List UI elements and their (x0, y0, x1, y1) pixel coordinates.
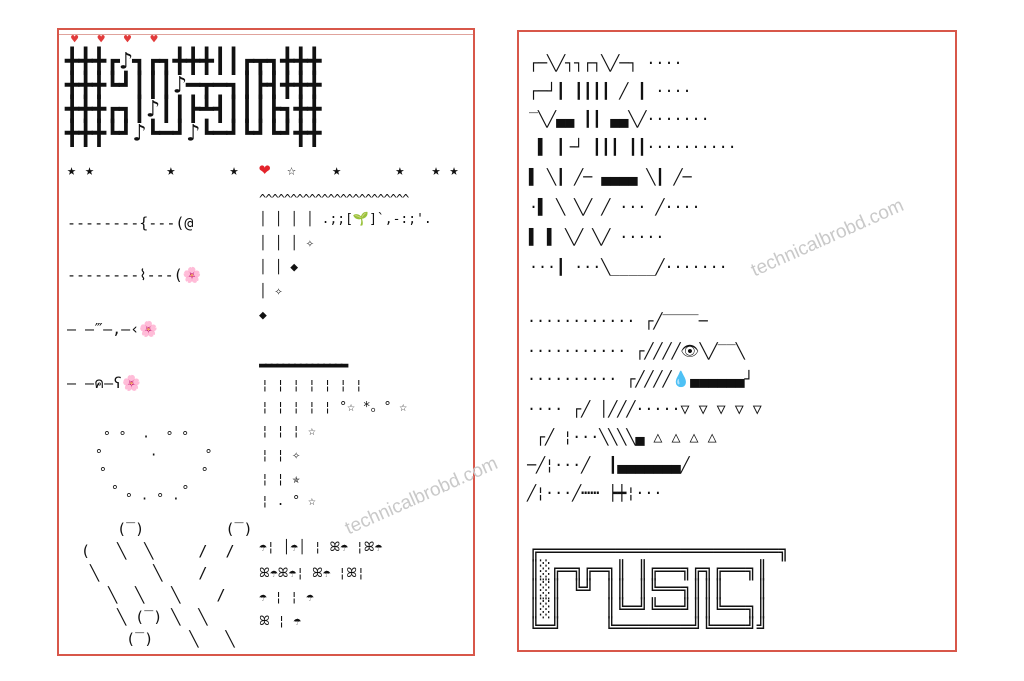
sketch-line-5: ╲ (‾) ╲ ╲ (81, 608, 208, 626)
heart-dots-2: ° · ° (95, 448, 213, 463)
block1-line-3: ‾╲╱▄▄ ┃┃ ▄▄╲╱······· (529, 110, 710, 128)
rain1-line-3: │ │ │ ✧ (259, 236, 314, 251)
block2-line-3: ·········· ┌╱╱╱╱💧▄▄▄▄▄▄┘ (527, 370, 754, 388)
music-line-4: ║░║ ║╚═╝╚══╝║║╚══╗║ (529, 598, 768, 619)
block1-line-6: ·▌ ╲ ╲╱ ╱ ··· ╱···· (529, 198, 701, 216)
left-art-panel: ♥ ♥ ♥ ♥ ╋╋╋┏♪┓┏┓╋╋╋┃┃┏┳┓╋╋╋ ╋╋╋┗┛┃┃┃♪━┳━… (57, 28, 475, 656)
umbrella-line-4: ꕤ ¦ ☂ (259, 614, 302, 629)
block2-line-5: ┌╱ ¦···╲╲╲╲▄ △ △ △ △ (527, 428, 717, 446)
block1-line-1: ┌─╲╱┐┐┌┐╲╱─┐ ···· (529, 54, 683, 72)
umbrella-line-2: ꕤ☂ꕤ☂¦ ꕤ☂ ¦ꕤ¦ (259, 566, 365, 581)
heart-dots-5: ° · ° · (125, 492, 180, 507)
grid-line-2: ╋╋╋┗┛┃┃┃♪━┳━┓┃┣┫╋╋╋ (65, 71, 322, 99)
block1-line-2: ┌─┘┃ ┃┃┃┃ ╱ ┃ ···· (529, 82, 692, 100)
heart-dots-3: ° ° (99, 466, 209, 481)
rain1-line-2: │ │ │ │ .;;[🌱]`,-:;'. (259, 212, 432, 227)
sketch-line-1: (‾) (‾) (81, 520, 253, 538)
sketch-line-4: ╲ ╲ ╲ / (81, 586, 226, 604)
sketch-line-2: ( ╲ ╲ / / (81, 542, 235, 560)
block1-line-5: ▌ ╲┃ ╱─ ▄▄▄▄ ╲┃ ╱─ (529, 168, 692, 186)
block2-line-2: ··········· ┌╱╱╱╱👁╲╱‾‾╲ (527, 342, 745, 360)
heart-row: ♥ ♥ ♥ ♥ (71, 32, 164, 46)
rain2-line-5: ¦ ¦ ✧ (261, 448, 301, 463)
rain1-line-6: ◆ (259, 308, 267, 323)
heart-dots-1: ° ° · ° ° (103, 430, 190, 445)
grid-line-3: ╋╋╋┏┓┃♪┃┃┣┻┫┃┃┃┣┓╋╋ (65, 95, 322, 123)
right-art-panel: ┌─╲╱┐┐┌┐╲╱─┐ ···· ┌─┘┃ ┃┃┃┃ ╱ ┃ ···· ‾╲╱… (517, 30, 957, 652)
star-row-right: ☆ ★ ★ ★ ★ (287, 161, 459, 179)
arrow-art-1: --------{---(@ (67, 214, 194, 232)
music-line-1: ╔══════════════════════╗ (529, 541, 790, 562)
umbrella-line-1: ☂¦ │☂│ ¦ ꕤ☂ ¦ꕤ☂ (259, 540, 383, 555)
grid-line-4: ╋╋╋┗┛♪┗━┛♪┗━┛┗┛┗┛╋╋ (65, 119, 322, 147)
rain2-line-4: ¦ ¦ ¦ ☆ (261, 424, 316, 439)
red-heart-icon: ❤ (259, 158, 271, 180)
block2-line-7: ╱¦···╱┅┅ ┝┿¦··· (527, 484, 663, 502)
umbrella-line-3: ☂ ¦ ¦ ☂ (259, 590, 314, 605)
sketch-line-6: (‾) ╲ ╲ (81, 630, 235, 648)
block2-line-6: ─╱¦···╱ ┃▄▄▄▄▄▄▄╱ (527, 456, 690, 474)
block1-line-7: ▌ ▌ ╲╱ ╲╱ ····· (529, 228, 665, 246)
heart-dots-4: ° ° (111, 484, 190, 499)
rain2-line-2: ¦ ¦ ¦ ¦ ¦ ¦ ¦ (261, 378, 363, 393)
block2-line-4: ···· ┌╱ │╱╱╱·····▽ ▽ ▽ ▽ ▽ (527, 400, 762, 418)
music-line-2: ║░╔═╗╔═╗║ ║╔══╗╔╗╔══╗║ (529, 560, 768, 581)
arrow-art-3: — —‴—,—‹🌸 (67, 320, 158, 338)
grid-line-1: ╋╋╋┏♪┓┏┓╋╋╋┃┃┏┳┓╋╋╋ (65, 47, 322, 75)
rain2-line-6: ¦ ¦ ✯ (261, 472, 301, 487)
block1-line-4: ▌ ┃╶┘ ┃┃┃ ┃┃·········· (529, 138, 737, 156)
rain1-line-5: │ ✧ (259, 284, 283, 299)
block1-line-8: ···┃ ···╲_____╱······· (529, 258, 728, 276)
rain1-line-1: ^^^^^^^^^^^^^^^^^^^^^^^^ (259, 192, 409, 206)
block2-line-1: ············ ┌╱‾‾‾‾─ (527, 312, 708, 330)
rain2-line-7: ¦ . ° ☆ (261, 494, 316, 509)
arrow-art-4: — —ค—ʕ🌸 (67, 374, 141, 392)
star-row-left: ★ ★ ★ ★ (67, 161, 239, 179)
sketch-line-3: ╲ ╲ / (81, 564, 208, 582)
rain2-line-3: ¦ ¦ ¦ ¦ ¦ °☆ *。° ☆ (261, 400, 408, 415)
rain2-line-1: ▬▬▬▬▬▬▬▬▬▬▬▬▬▬▬ (259, 358, 348, 373)
top-rule (59, 34, 473, 35)
arrow-art-2: --------⌇---(🌸 (67, 266, 202, 284)
rain1-line-4: │ │ ◆ (259, 260, 299, 275)
music-line-5: ╚═╝ ╚═══════╝╚═══╝╝ (529, 617, 768, 638)
music-line-3: ║░║ ╚╝ ║║ ║╚══╗║║║ ║ (529, 579, 768, 600)
